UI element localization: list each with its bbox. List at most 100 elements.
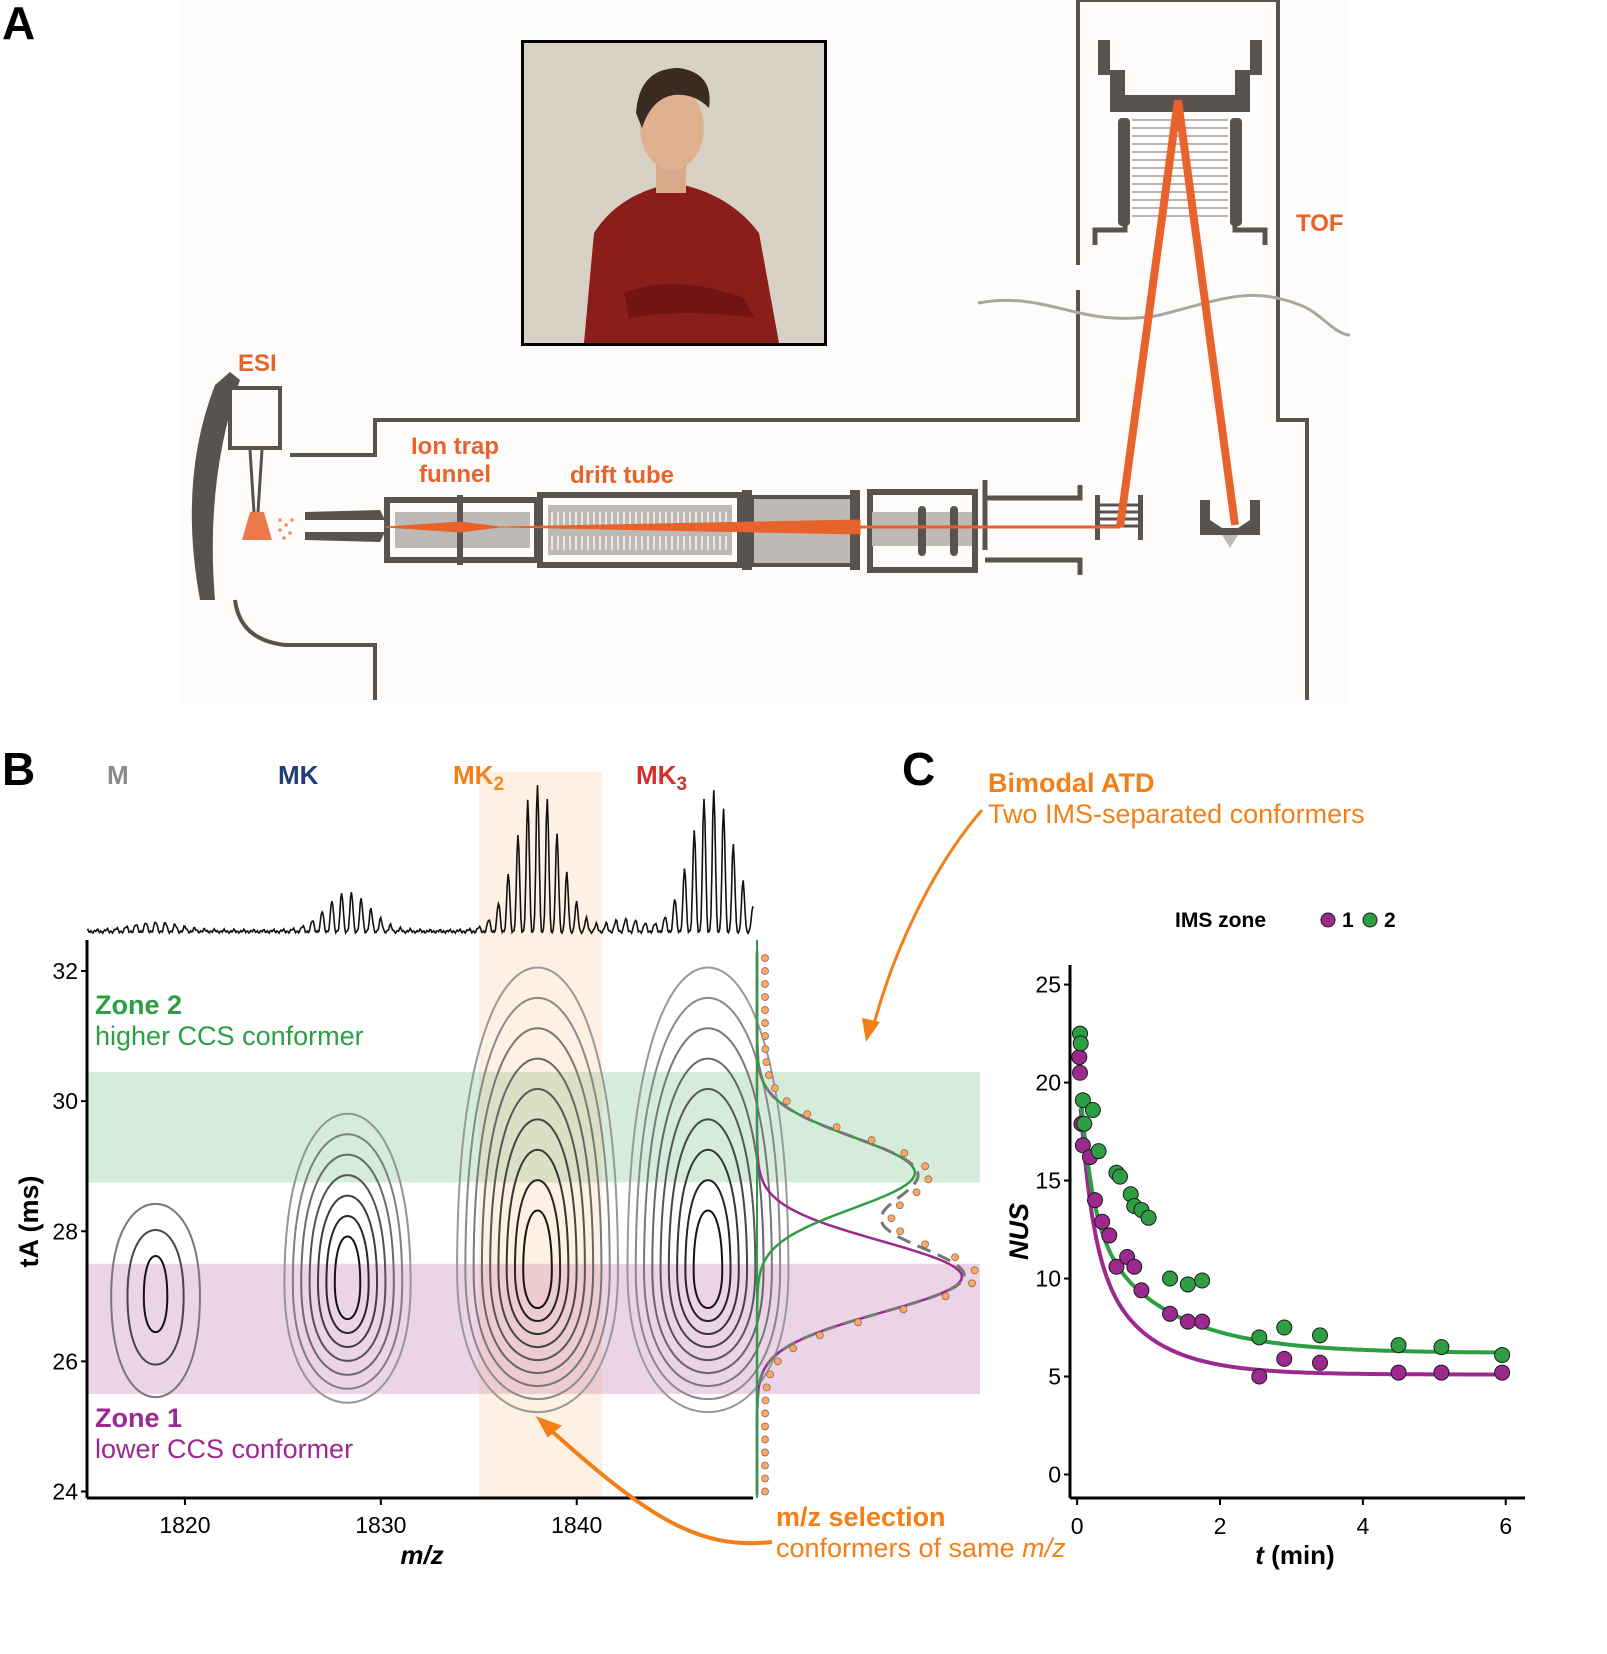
data-point: [1390, 1337, 1407, 1354]
atd-data-point: [895, 1201, 904, 1210]
x-tick-label: 0: [1071, 1513, 1084, 1539]
contour-line: [692, 1209, 724, 1310]
vacuum-housing: [233, 0, 1309, 700]
y-tick-label: 25: [1035, 972, 1061, 998]
data-point: [1076, 1115, 1093, 1132]
y-tick-label: 20: [1035, 1070, 1061, 1096]
x-axis-label: m/z: [400, 1540, 443, 1570]
data-point: [1312, 1327, 1328, 1344]
data-point: [1126, 1258, 1143, 1275]
atd-data-point: [921, 1162, 930, 1171]
atd-data-point: [968, 1279, 976, 1288]
annotation-arrow-mz: [543, 1423, 773, 1546]
atd-data-point: [941, 1292, 950, 1301]
zone2-title: Zone 2: [95, 990, 183, 1020]
peak-label-subscript: 3: [676, 774, 688, 795]
atd-data-point: [867, 1136, 876, 1145]
legend-title: IMS zone: [1175, 909, 1266, 932]
y-axis-label: tA (ms): [14, 1176, 44, 1268]
contour-line: [300, 1153, 395, 1376]
peak-label-mk2: MK2: [453, 760, 504, 796]
panel-label-c: C: [902, 743, 936, 795]
peak-label-mk: MK: [278, 760, 318, 791]
data-point: [1194, 1313, 1211, 1330]
contour-line: [522, 1209, 553, 1310]
data-point: [1194, 1272, 1211, 1289]
atd-data-point: [832, 1123, 841, 1132]
peak-label-m: M: [107, 760, 129, 791]
annotation-atd-subtitle: Two IMS-separated conformers: [988, 799, 1365, 829]
annotation-mz-subtitle: conformers of same m/z: [776, 1533, 1066, 1564]
data-point: [1140, 1209, 1157, 1226]
atd-data-point: [896, 1227, 905, 1236]
atd-data-point: [761, 1409, 770, 1418]
atd-data-point: [761, 1474, 769, 1483]
data-point: [1276, 1350, 1293, 1367]
data-point: [1312, 1354, 1328, 1371]
atd-data-point: [854, 1318, 862, 1327]
contour-line: [456, 966, 619, 1414]
contour-line: [333, 1235, 362, 1321]
data-point: [1494, 1364, 1511, 1381]
atd-data-point: [789, 1344, 798, 1353]
annotation-mz-subtitle-italic: m/z: [1022, 1533, 1066, 1563]
atd-data-point: [765, 1071, 773, 1080]
data-point: [1074, 1092, 1091, 1109]
label-ion-trap: Ion trap funnel: [400, 433, 510, 489]
panel-label-b: B: [2, 743, 36, 795]
data-point: [1090, 1143, 1107, 1160]
legend-label: 2: [1384, 909, 1396, 932]
zone1-subtitle: lower CCS conformer: [95, 1434, 354, 1464]
atd-data-point: [761, 1422, 769, 1431]
atd-data-point: [762, 1383, 771, 1392]
peak-label-text: M: [107, 760, 129, 790]
annotation-atd-title: Bimodal ATD: [988, 768, 1155, 798]
x-tick-label: 2: [1214, 1513, 1227, 1539]
label-ion-trap-line2: funnel: [419, 461, 491, 488]
atd-data-point: [761, 1045, 770, 1053]
x-tick-label: 1830: [355, 1512, 406, 1538]
atd-data-point: [761, 1435, 769, 1444]
peak-label-subscript: 2: [493, 774, 505, 795]
zone2-label: Zone 2 higher CCS conformer: [95, 990, 364, 1052]
atd-data-point: [951, 1253, 959, 1262]
break-line: [977, 293, 1351, 337]
peak-label-mk3: MK3: [636, 760, 687, 796]
contour-line: [489, 1087, 586, 1362]
contour-line: [505, 1148, 570, 1336]
data-point: [1433, 1364, 1450, 1381]
y-tick-label: 28: [52, 1218, 78, 1244]
zone1-title: Zone 1: [95, 1403, 183, 1433]
contour-line: [634, 996, 782, 1401]
x-tick-label: 6: [1499, 1513, 1512, 1539]
portrait-photo: [521, 40, 827, 346]
atd-data-point: [924, 1175, 933, 1184]
legend-marker: [1362, 912, 1378, 928]
atd-data-point: [970, 1266, 979, 1275]
contour-line: [480, 1057, 595, 1375]
atd-data-point: [912, 1188, 921, 1197]
atd-data-point: [761, 980, 769, 988]
x-tick-label: 1840: [551, 1512, 602, 1538]
contour-line: [126, 1228, 185, 1366]
data-point: [1251, 1329, 1268, 1346]
atd-data-point: [770, 1084, 779, 1093]
ion-beam: [384, 99, 1239, 535]
annotation-arrowhead-atd: [862, 1018, 880, 1042]
annotation-mz-title: m/z selection: [776, 1502, 946, 1532]
contour-line: [110, 1202, 201, 1399]
label-esi: ESI: [238, 350, 277, 377]
peak-label-text: MK: [636, 760, 677, 790]
atd-data-point: [761, 967, 769, 975]
atd-data-point: [815, 1331, 824, 1340]
annotation-mz-selection: m/z selection conformers of same m/z: [776, 1502, 1066, 1564]
data-point: [1276, 1319, 1293, 1336]
data-point: [1179, 1313, 1196, 1330]
contour-line: [325, 1215, 370, 1335]
atd-data-point: [761, 1006, 769, 1014]
atd-data-point: [803, 1110, 812, 1119]
legend-marker: [1320, 912, 1336, 928]
y-tick-label: 15: [1035, 1168, 1061, 1194]
atd-data-point: [761, 993, 769, 1001]
